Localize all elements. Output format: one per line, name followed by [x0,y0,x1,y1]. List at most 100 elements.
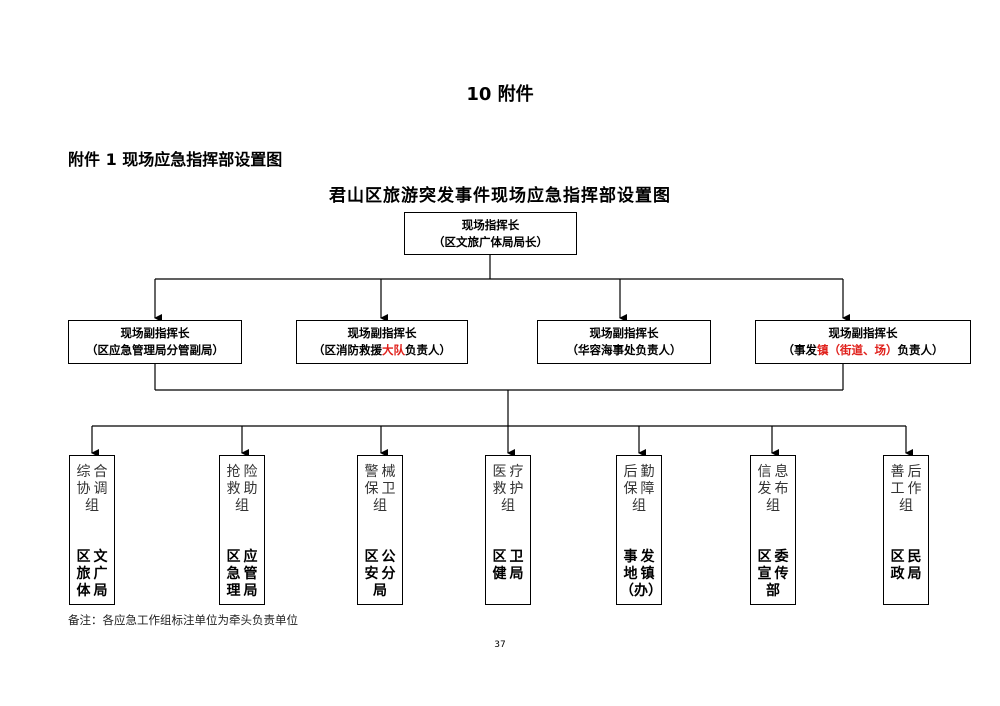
group-unit-char: 民 [907,549,922,565]
deputy-title: 现场副指挥长 [589,326,659,340]
deputy-unit-highlight: 大队 [382,343,405,357]
group-unit-char: 区 [76,549,91,565]
group-name-char: 抢 [226,464,241,480]
group-unit-char: 区 [890,549,905,565]
section-title: 10 附件 [466,84,534,105]
deputy-title: 现场副指挥长 [347,326,417,340]
deputy-box-1: 现场副指挥长 （区应急管理局分管副局） [68,320,242,364]
group-unit-char: 事 [623,549,638,565]
group-unit-char: 健 [492,566,507,582]
group-name-char: 勤 [640,464,655,480]
group-unit-char: 急 [226,566,241,582]
group-unit-char: 局 [243,583,258,599]
group-name-char: 布 [774,481,789,497]
group-name-char: 工 [890,481,905,497]
group-unit-char: 镇 [640,566,655,582]
group-name-char: 械 [381,464,396,480]
group-box-2: 抢险救助组区应急管理局 [219,455,265,605]
group-unit-char: 区 [757,549,772,565]
deputy-unit: （事发镇（街道、场）负责人） [756,342,970,359]
group-name-char: 发 [757,481,772,497]
group-unit-char: 区 [492,549,507,565]
group-unit-char: 分 [381,566,396,582]
group-name-char: 组 [235,498,249,514]
group-box-1: 综合协调组区文旅广体局 [69,455,115,605]
group-name-char: 合 [93,464,108,480]
group-lead-unit: 区委宣传部 [753,549,793,600]
group-unit-char: 安 [364,566,379,582]
group-name-char: 组 [501,498,515,514]
group-name-char: 救 [226,481,241,497]
deputy-unit: （区消防救援大队负责人） [297,342,467,359]
group-name: 医疗救护组 [488,464,528,515]
deputy-box-2: 现场副指挥长 （区消防救援大队负责人） [296,320,468,364]
chart-title: 君山区旅游突发事件现场应急指挥部设置图 [329,186,671,206]
deputy-unit: （区应急管理局分管副局） [86,343,224,357]
group-name: 后勤保障组 [619,464,659,515]
deputy-box-3: 现场副指挥长 （华容海事处负责人） [537,320,711,364]
group-unit-char: 公 [381,549,396,565]
group-unit-char: 部 [766,583,780,599]
group-unit-char: 传 [774,566,789,582]
group-unit-char: 管 [243,566,258,582]
group-name-char: 医 [492,464,507,480]
group-name-char: 救 [492,481,507,497]
group-unit-char: 发 [640,549,655,565]
group-unit-char: 应 [243,549,258,565]
group-unit-char: 政 [890,566,905,582]
group-name-char: 息 [774,464,789,480]
group-name-char: 组 [373,498,387,514]
group-unit-char: 局 [373,583,387,599]
group-name-char: 警 [364,464,379,480]
deputy-unit-pre: （区消防救援 [313,343,382,357]
group-name-char: 卫 [381,481,396,497]
appendix-title: 附件 1 现场应急指挥部设置图 [68,150,283,169]
footnote: 备注：各应急工作组标注单位为牵头负责单位 [68,613,298,627]
deputy-title: 现场副指挥长 [120,326,190,340]
group-name-char: 后 [623,464,638,480]
group-box-3: 警械保卫组区公安分局 [357,455,403,605]
group-unit-char: 区 [226,549,241,565]
group-name-char: 后 [907,464,922,480]
group-unit-char: 局 [93,583,108,599]
group-box-5: 后勤保障组事发地镇（办） [616,455,662,605]
group-unit-char: 宣 [757,566,772,582]
deputy-unit-highlight: 镇（街道、场） [817,343,898,357]
group-name-char: 善 [890,464,905,480]
group-name-char: 护 [509,481,524,497]
group-unit-char: 地 [623,566,638,582]
group-unit-char: 广 [93,566,108,582]
group-name-char: 调 [93,481,108,497]
page-number: 37 [494,640,506,650]
group-name: 综合协调组 [72,464,112,515]
group-unit-char: 文 [93,549,108,565]
group-name-char: 险 [243,464,258,480]
group-name-char: 组 [85,498,99,514]
deputy-unit-post: 负责人） [897,343,944,357]
commander-unit: （区文旅广体局局长） [433,235,548,249]
group-name: 警械保卫组 [360,464,400,515]
group-unit-char: 委 [774,549,789,565]
group-unit-char: 局 [509,566,524,582]
group-name-char: 协 [76,481,91,497]
group-name-char: 组 [899,498,913,514]
group-lead-unit: 区应急管理局 [222,549,262,600]
group-name-char: 作 [907,481,922,497]
group-box-6: 信息发布组区委宣传部 [750,455,796,605]
group-box-7: 善后工作组区民政局 [883,455,929,605]
group-unit-char: 卫 [509,549,524,565]
group-name-char: 保 [623,481,638,497]
group-name-char: 疗 [509,464,524,480]
commander-box: 现场指挥长 （区文旅广体局局长） [404,212,577,255]
group-unit-char: （办） [620,583,662,599]
group-lead-unit: 区文旅广体局 [72,549,112,600]
group-box-4: 医疗救护组区卫健局 [485,455,531,605]
group-name-char: 障 [640,481,655,497]
group-name-char: 信 [757,464,772,480]
deputy-unit-pre: （事发 [782,343,818,357]
group-name-char: 保 [364,481,379,497]
group-unit-char: 局 [907,566,922,582]
group-lead-unit: 区卫健局 [488,549,528,583]
group-lead-unit: 事发地镇（办） [619,549,662,600]
